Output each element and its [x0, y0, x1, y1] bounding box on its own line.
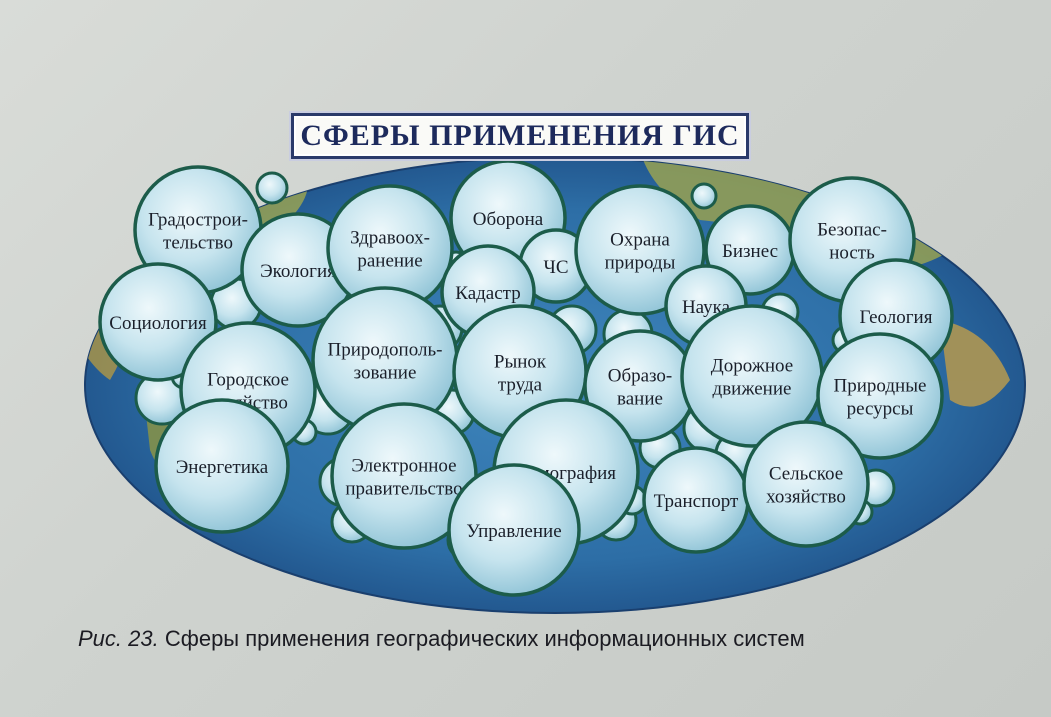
- caption-label: Рис. 23.: [78, 626, 159, 651]
- sphere-bubbles: Градострои-тельствоЭкологияЗдравоох-ране…: [98, 159, 954, 597]
- sphere-label: хозяйство: [766, 487, 846, 508]
- sphere-label: ЧС: [543, 257, 568, 278]
- sphere-label: Экология: [260, 261, 336, 282]
- connector-bubble: [690, 182, 718, 210]
- sphere-label: Кадастр: [455, 283, 520, 304]
- sphere-chs: ЧС: [518, 228, 594, 304]
- sphere-label: ресурсы: [847, 399, 914, 420]
- sphere-label: Здравоох-: [350, 228, 430, 249]
- sphere-bubble: [154, 398, 290, 534]
- sphere-zdravookhranenie: Здравоох-ранение: [326, 184, 454, 312]
- sphere-label: Сельское: [769, 464, 843, 485]
- sphere-bubble: [447, 463, 581, 597]
- sphere-label: Безопас-: [817, 220, 887, 241]
- sphere-sotsiologiya: Социология: [98, 262, 218, 382]
- sphere-label: Геология: [860, 307, 933, 328]
- sphere-upravlenie: Управление: [447, 463, 581, 597]
- sphere-label: Бизнес: [722, 241, 778, 262]
- sphere-label: Энергетика: [176, 457, 269, 478]
- sphere-label: труда: [498, 375, 543, 396]
- connector-bubble: [255, 171, 289, 205]
- sphere-label: Природополь-: [328, 340, 443, 361]
- sphere-label: Электронное: [351, 456, 456, 477]
- sphere-label: Транспорт: [654, 491, 739, 512]
- figure-caption: Рис. 23. Сферы применения географических…: [78, 626, 978, 652]
- sphere-gradostroitelstvo: Градострои-тельство: [133, 165, 263, 295]
- sphere-label: ность: [829, 243, 875, 264]
- sphere-label: Градострои-: [148, 210, 248, 231]
- sphere-label: Образо-: [608, 366, 673, 387]
- sphere-transport: Транспорт: [642, 446, 750, 554]
- sphere-prirodopolzovanie: Природополь-зование: [311, 286, 459, 434]
- diagram-title-banner: СФЕРЫ ПРИМЕНЕНИЯ ГИС: [291, 113, 749, 159]
- sphere-ekologiya: Экология: [240, 212, 356, 328]
- sphere-label: Оборона: [473, 209, 544, 230]
- sphere-label: Рынок: [494, 352, 547, 373]
- caption-text: Сферы применения географических информац…: [164, 626, 805, 651]
- sphere-label: ранение: [357, 251, 422, 272]
- sphere-label: тельство: [163, 233, 233, 254]
- sphere-label: движение: [713, 379, 792, 400]
- sphere-bubble: [816, 332, 944, 460]
- sphere-label: Управление: [466, 521, 561, 542]
- sphere-label: Дорожное: [711, 356, 793, 377]
- sphere-label: природы: [605, 253, 676, 274]
- diagram-title: СФЕРЫ ПРИМЕНЕНИЯ ГИС: [300, 119, 740, 152]
- sphere-label: правительство: [345, 479, 462, 500]
- sphere-bubble: [742, 420, 870, 548]
- sphere-bubble: [98, 262, 218, 382]
- sphere-energetika: Энергетика: [154, 398, 290, 534]
- sphere-label: Охрана: [610, 230, 670, 251]
- sphere-obrazovanie: Образо-вание: [583, 329, 697, 443]
- sphere-label: Городское: [207, 370, 289, 391]
- sphere-label: Социология: [109, 313, 207, 334]
- sphere-label: Природные: [834, 376, 927, 397]
- sphere-label: зование: [354, 363, 417, 384]
- sphere-label: вание: [617, 389, 663, 410]
